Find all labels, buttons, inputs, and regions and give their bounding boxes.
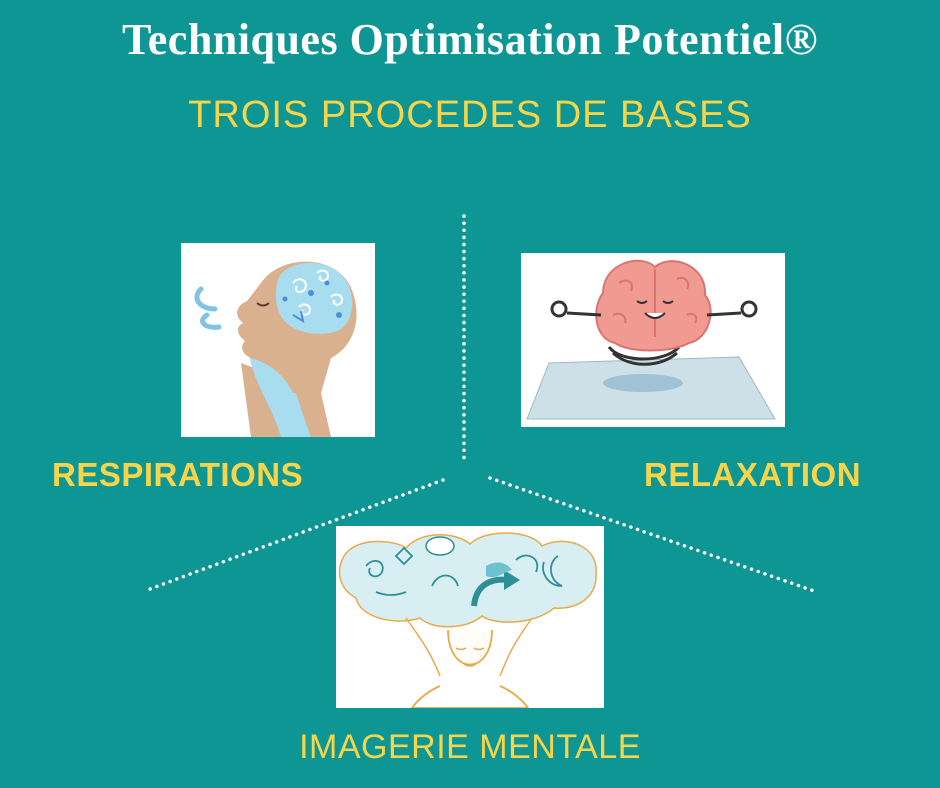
label-imagerie-mentale: IMAGERIE MENTALE [299, 728, 641, 766]
label-respirations: RESPIRATIONS [52, 456, 304, 493]
relaxation-illustration [521, 253, 785, 427]
page-subtitle: TROIS PROCEDES DE BASES [188, 94, 752, 136]
divider-left [148, 478, 445, 591]
respiration-illustration [181, 243, 375, 437]
imagerie-mentale-illustration [336, 526, 604, 708]
label-relaxation: RELAXATION [644, 456, 862, 493]
page-title: Techniques Optimisation Potentiel® [121, 15, 819, 64]
divider-right [488, 476, 819, 594]
